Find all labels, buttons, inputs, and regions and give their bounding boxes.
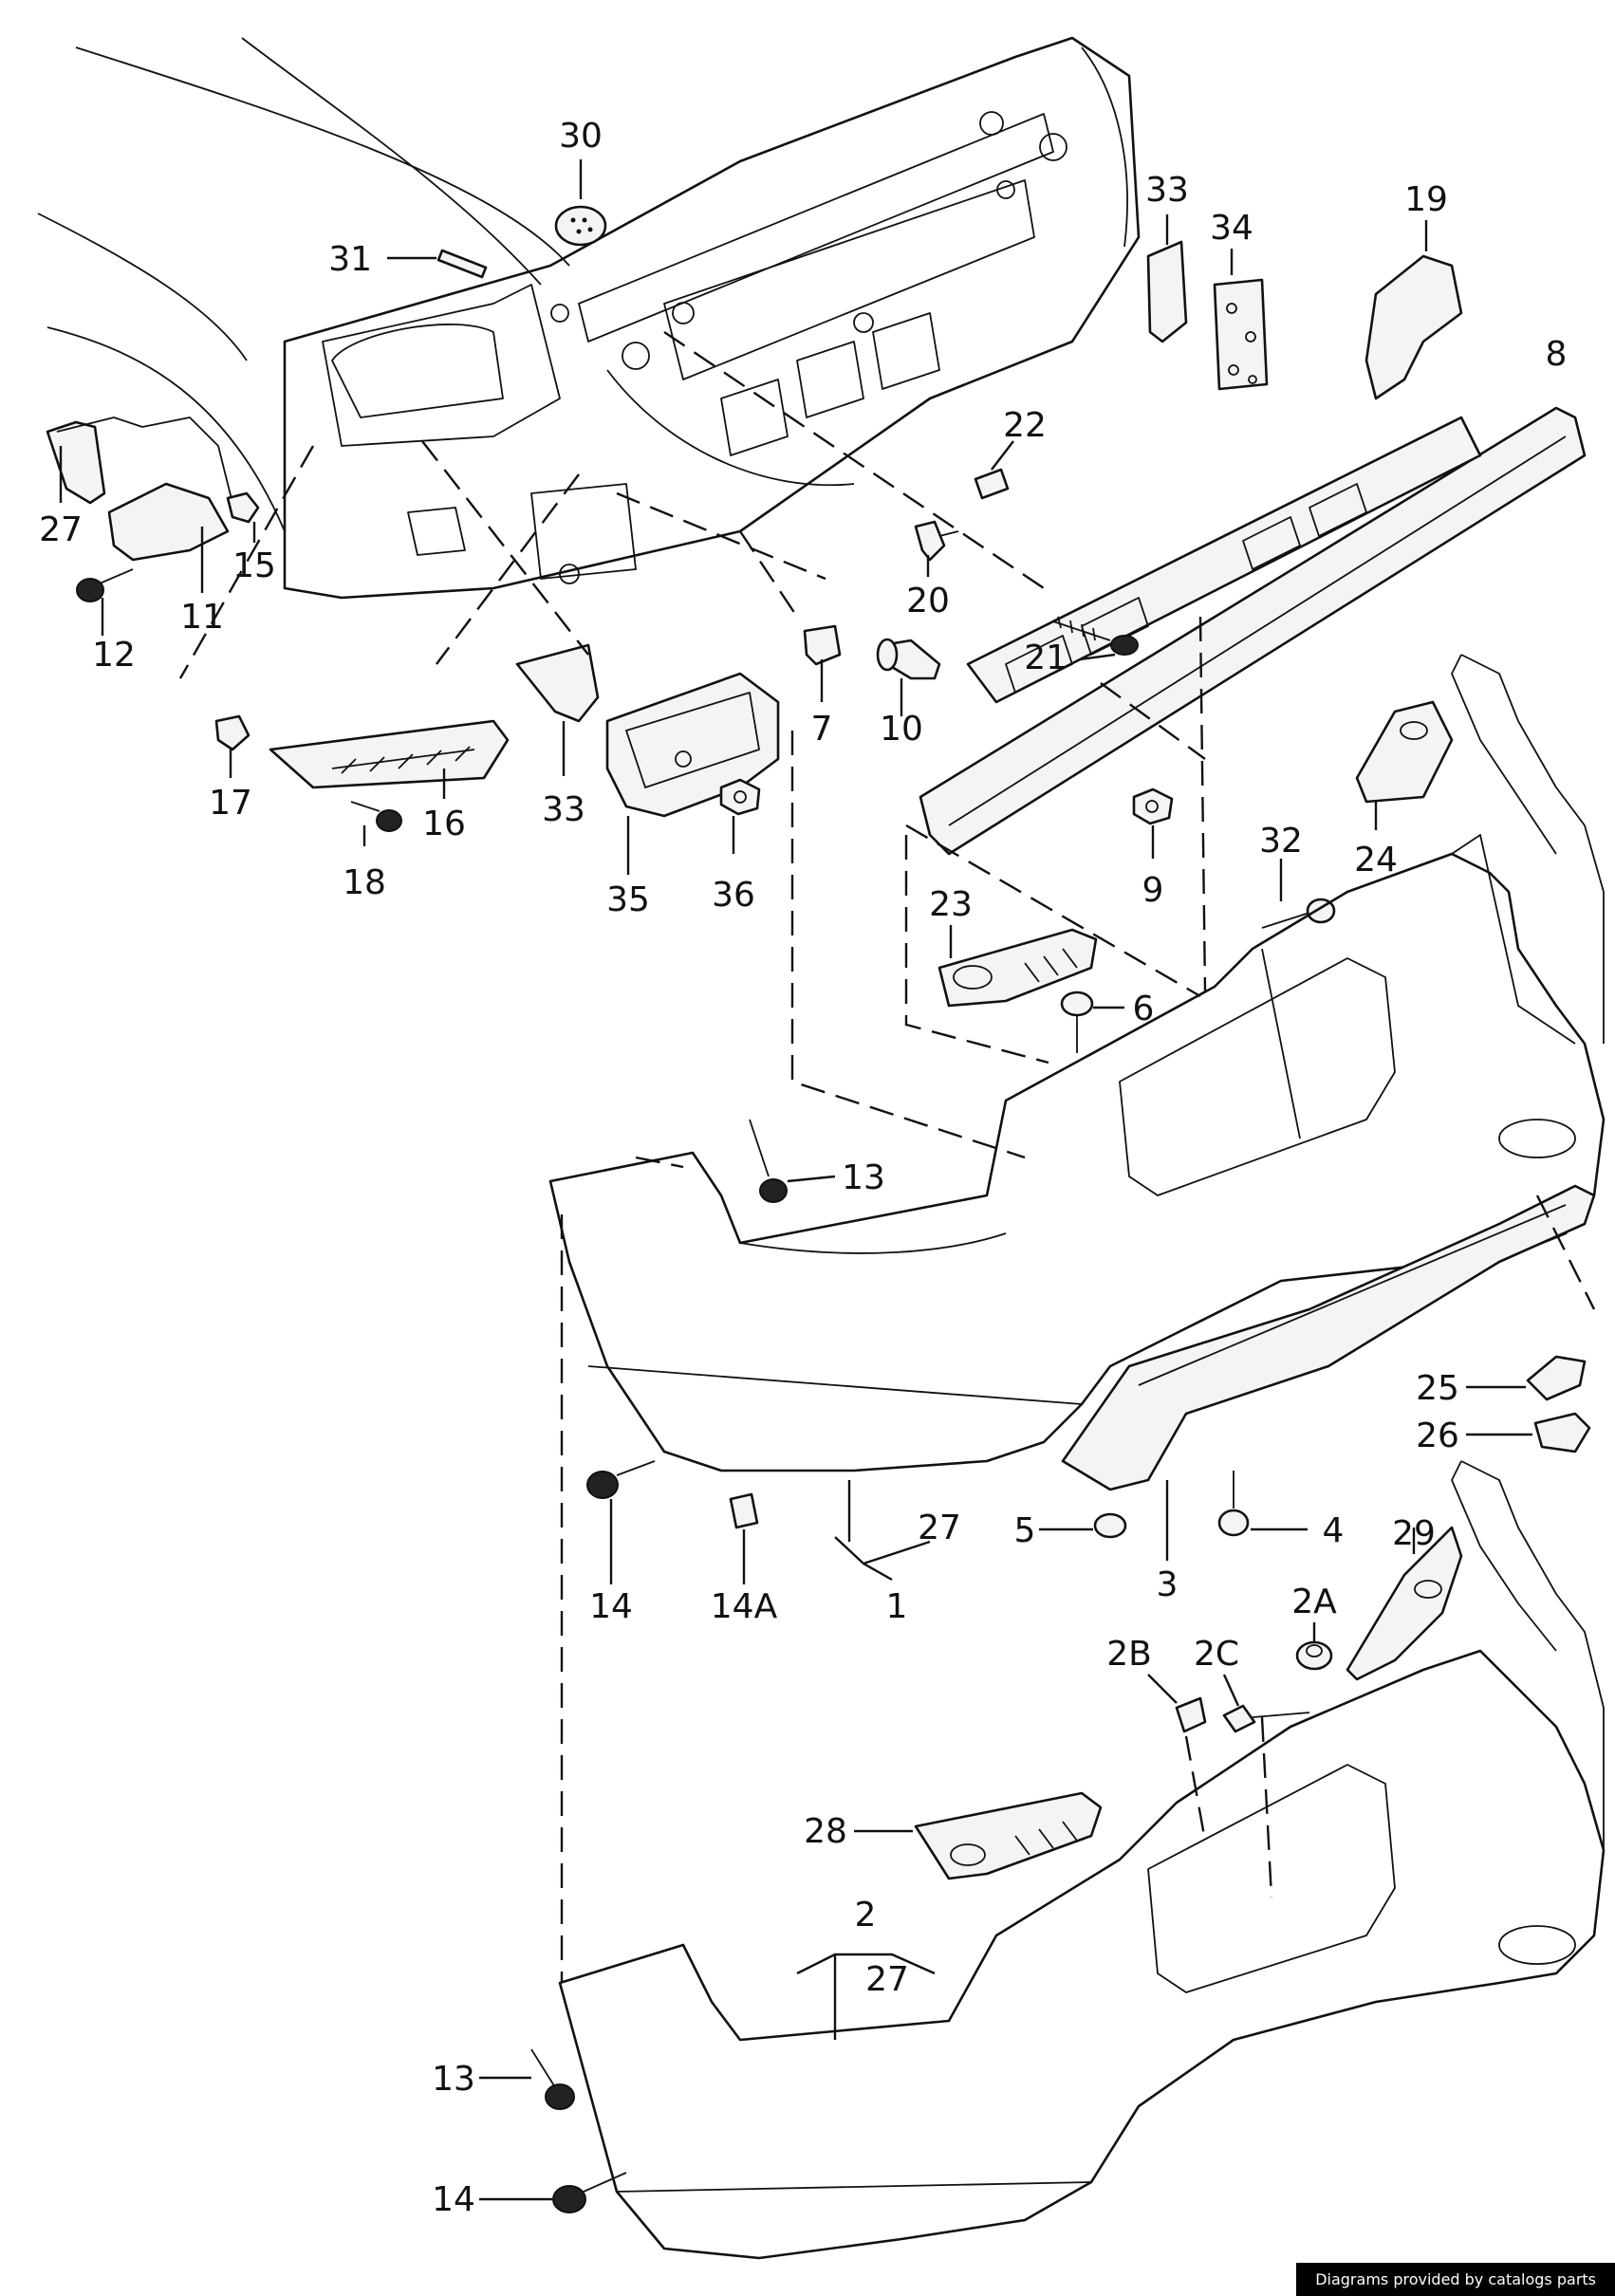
clip-2B: [1175, 1696, 1207, 1733]
strip-16: [269, 719, 510, 789]
guide-28: [914, 1791, 1103, 1880]
label-8: 8: [1546, 335, 1568, 374]
screw-18: [350, 801, 402, 832]
label-20: 20: [906, 582, 950, 620]
pin-10: [876, 638, 941, 680]
label-30: 30: [559, 117, 603, 156]
label-12: 12: [92, 636, 136, 675]
screw-6: [1060, 991, 1094, 1053]
label-2A: 2A: [1291, 1583, 1337, 1621]
label-5: 5: [1014, 1511, 1036, 1550]
side-bracket-19: [1364, 254, 1463, 400]
screw-14-upper: [586, 1460, 656, 1499]
label-32: 32: [1259, 822, 1303, 861]
screw-13-upper: [749, 1119, 788, 1203]
rubber-plug-30: [554, 205, 607, 247]
nut-2A: [1295, 1640, 1333, 1671]
label-2C: 2C: [1194, 1635, 1239, 1674]
label-14A: 14A: [711, 1587, 778, 1626]
label-1: 1: [886, 1587, 908, 1626]
nut-36: [719, 778, 761, 816]
label-11: 11: [180, 598, 224, 637]
label-31: 31: [328, 240, 372, 279]
footer-credit: Diagrams provided by catalogs parts: [1296, 2263, 1615, 2296]
label-13-upper: 13: [842, 1158, 885, 1197]
label-36: 36: [712, 876, 755, 915]
guide-23: [937, 928, 1098, 1008]
label-16: 16: [422, 805, 466, 843]
guide-24: [1355, 700, 1454, 804]
label-19: 19: [1404, 180, 1448, 219]
label-6: 6: [1133, 990, 1155, 1028]
label-25: 25: [1416, 1369, 1459, 1408]
nut-5: [1093, 1512, 1127, 1539]
pin-15: [226, 491, 260, 524]
pad-33-upper: [1146, 240, 1188, 343]
label-3: 3: [1157, 1565, 1179, 1604]
label-34: 34: [1210, 209, 1253, 248]
label-33-upper: 33: [1145, 171, 1189, 210]
label-13-lower: 13: [432, 2060, 475, 2099]
screw-32: [1261, 898, 1336, 929]
part-labels: 30 31 33 34 19 8 22 27 15 11 12 20 21 7 …: [39, 117, 1567, 2219]
screw-12: [76, 568, 134, 602]
label-28: 28: [804, 1812, 847, 1851]
label-27-lower: 27: [865, 1960, 909, 1999]
screw-13-lower: [530, 2048, 575, 2110]
label-2B: 2B: [1106, 1635, 1152, 1674]
label-18: 18: [343, 863, 386, 902]
spoiler-3: [1061, 1184, 1596, 1491]
cap-25: [1526, 1355, 1587, 1401]
guide-29: [1346, 1526, 1463, 1681]
assembly-lines: [178, 331, 1596, 1983]
label-23: 23: [929, 885, 973, 924]
holder-27-upper: [46, 417, 143, 505]
pad-33-lower: [515, 643, 600, 723]
strip-31: [436, 249, 488, 279]
pin-2C: [1222, 1704, 1310, 1733]
bumper-cover-1: [548, 654, 1606, 1472]
label-9: 9: [1142, 871, 1164, 910]
bumper-cover-2: [558, 1460, 1606, 2260]
pin-17: [214, 714, 251, 751]
leader-lines: [59, 159, 1532, 2201]
bracket-34: [1213, 278, 1269, 391]
label-21: 21: [1024, 639, 1067, 677]
screw-14-lower: [552, 2172, 627, 2213]
label-22: 22: [1003, 406, 1047, 445]
label-29: 29: [1392, 1514, 1436, 1553]
label-27-upper: 27: [39, 510, 83, 549]
push-pin-20: [914, 520, 959, 562]
nut-9: [1132, 787, 1174, 825]
clip-nut-7: [803, 624, 842, 666]
bracket-11: [107, 482, 230, 562]
label-7: 7: [811, 710, 833, 749]
cap-26: [1533, 1412, 1591, 1454]
label-35: 35: [606, 880, 650, 919]
label-17: 17: [209, 784, 252, 823]
label-14-lower: 14: [432, 2180, 475, 2219]
label-27-middle: 27: [918, 1509, 961, 1547]
clip-14A: [729, 1492, 759, 1529]
screw-4: [1217, 1471, 1250, 1537]
label-2: 2: [855, 1896, 877, 1935]
label-10: 10: [880, 710, 923, 749]
label-24: 24: [1354, 841, 1398, 880]
label-33-lower: 33: [542, 790, 585, 829]
reinforcement-bar-8: [919, 406, 1587, 856]
car-body-rear-panel: [37, 36, 1141, 600]
clip-22: [974, 468, 1010, 500]
label-15: 15: [232, 546, 276, 585]
label-26: 26: [1416, 1416, 1459, 1455]
screw-21: [1052, 616, 1139, 656]
label-14-upper: 14: [589, 1587, 633, 1626]
label-4: 4: [1323, 1511, 1345, 1550]
